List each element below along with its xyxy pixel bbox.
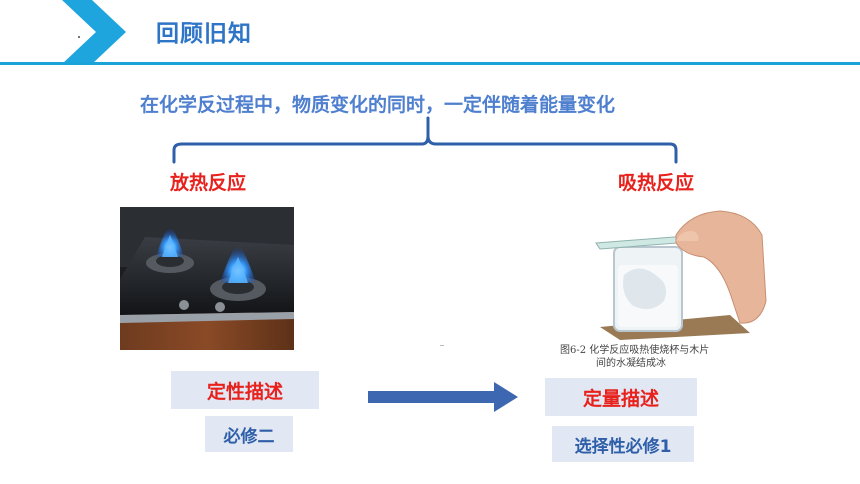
topic-statement: 在化学反过程中，物质变化的同时，一定伴随着能量变化 xyxy=(140,94,616,116)
qualitative-description-box: 定性描述 xyxy=(171,371,319,409)
exothermic-label: 放热反应 xyxy=(170,172,247,194)
decorative-mark xyxy=(440,345,444,346)
figure-caption-line: 间的水凝结成冰 xyxy=(596,358,666,369)
gas-stove-image xyxy=(120,207,294,350)
course-compulsory-two-box: 必修二 xyxy=(205,416,293,452)
page-title: 回顾旧知 xyxy=(156,21,252,47)
header-divider xyxy=(0,62,860,65)
beaker-experiment-image xyxy=(580,205,770,340)
bracket-connector xyxy=(172,116,678,164)
figure-caption-line: 图6-2 化学反应吸热使烧杯与木片 xyxy=(560,345,710,356)
endothermic-label: 吸热反应 xyxy=(618,172,695,194)
header-chevron-icon xyxy=(0,0,126,64)
figure-caption: 图6-2 化学反应吸热使烧杯与木片 间的水凝结成冰 xyxy=(560,344,730,370)
right-arrow-icon xyxy=(368,382,518,412)
course-elective-one-box: 选择性必修1 xyxy=(552,426,694,462)
decorative-dot xyxy=(78,36,80,38)
quantitative-description-box: 定量描述 xyxy=(545,378,697,416)
